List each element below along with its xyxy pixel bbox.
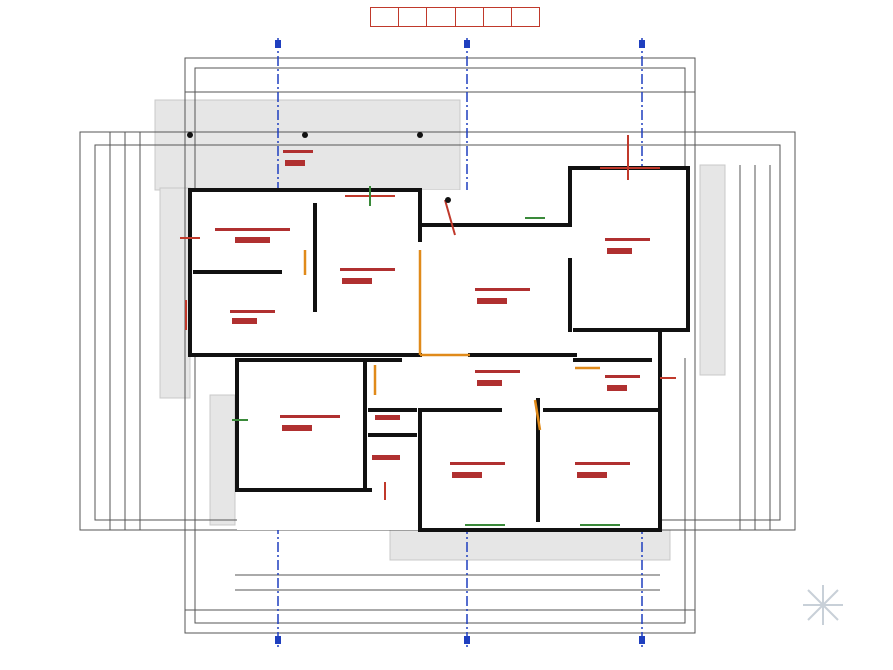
room-label-mark [575,462,630,465]
room-label-mark [607,385,627,391]
title-cell [399,8,428,26]
title-block [370,7,540,27]
room-label-mark [372,455,400,460]
room-label-mark [605,238,650,241]
room-label-mark [283,150,313,153]
room-label-mark [235,237,270,243]
room-label-mark [282,425,312,431]
room-label-mark [450,462,505,465]
title-cell [456,8,484,26]
title-cell [427,8,456,26]
roof-hatch [154,99,726,561]
room-label-mark [215,228,290,231]
watermark-star-icon [803,585,843,625]
room-label-mark [607,248,632,254]
title-cell [484,8,512,26]
room-label-mark [477,298,507,304]
room-label-mark [280,415,340,418]
axis-grid [277,38,643,648]
windows [180,135,676,526]
room-label-mark [577,472,607,478]
room-label-mark [232,318,257,324]
posts [187,132,451,203]
room-label-mark [230,310,275,313]
axis-markers [275,40,645,644]
room-label-mark [375,415,400,420]
room-label-mark [475,288,530,291]
room-label-mark [285,160,305,166]
title-cell [512,8,539,26]
room-labels [215,150,650,478]
room-label-mark [342,278,372,284]
room-label-mark [340,268,395,271]
title-cell [371,8,400,26]
room-label-mark [452,472,482,478]
room-label-mark [477,380,502,386]
room-label-mark [605,375,640,378]
doors [303,250,600,431]
room-label-mark [475,370,520,373]
